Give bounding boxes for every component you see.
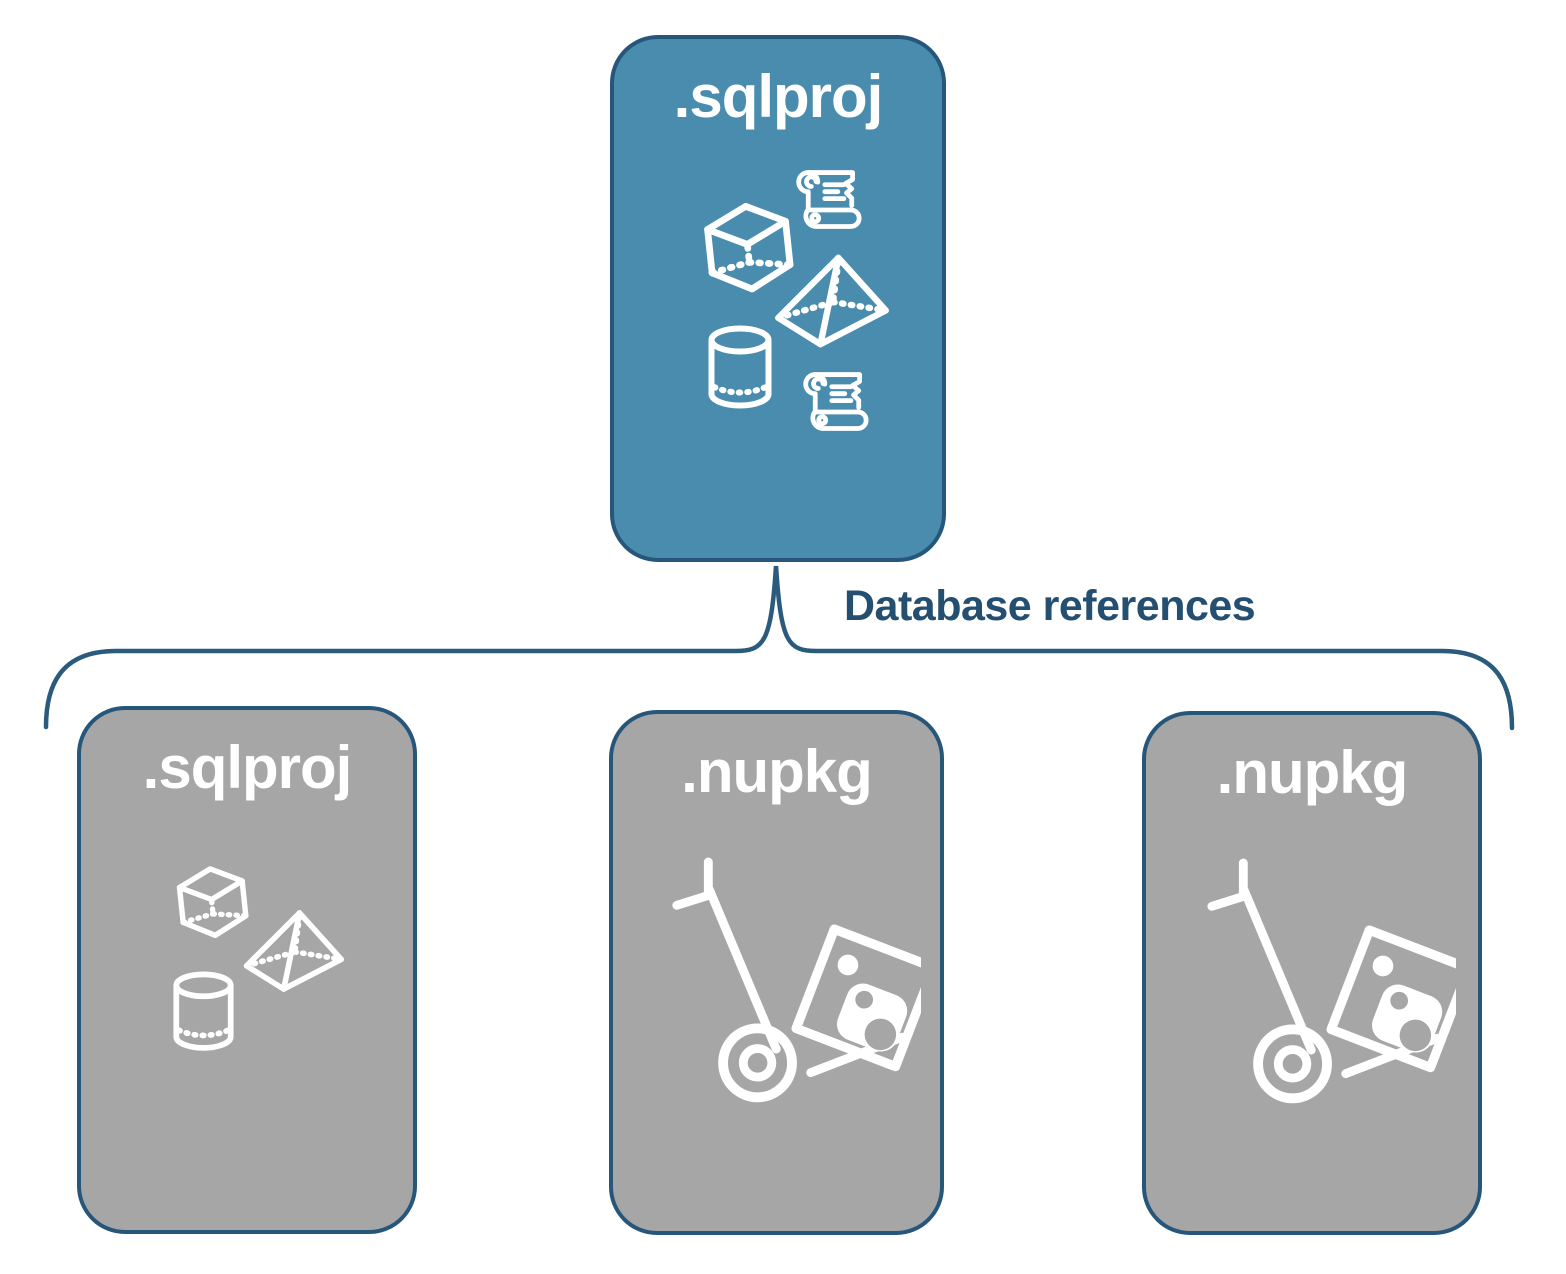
card-nupkg-reference-1: .nupkg xyxy=(609,710,944,1235)
card-sqlproj-main: .sqlproj xyxy=(610,35,946,562)
cylinder-icon xyxy=(704,325,776,413)
cylinder-icon xyxy=(169,971,238,1055)
scroll-icon xyxy=(797,365,877,445)
handtruck-package-icon xyxy=(1200,855,1456,1123)
card-title: .sqlproj xyxy=(142,734,353,801)
card-nupkg-reference-2: .nupkg xyxy=(1142,711,1482,1235)
database-references-label: Database references xyxy=(844,582,1256,630)
card-title: .nupkg xyxy=(681,738,873,805)
handtruck-package-icon xyxy=(665,854,921,1122)
card-title: .sqlproj xyxy=(673,63,884,130)
card-title: .nupkg xyxy=(1216,739,1409,806)
pyramid-icon xyxy=(772,251,890,351)
pyramid-icon xyxy=(241,907,345,995)
card-sqlproj-reference: .sqlproj xyxy=(77,706,417,1234)
